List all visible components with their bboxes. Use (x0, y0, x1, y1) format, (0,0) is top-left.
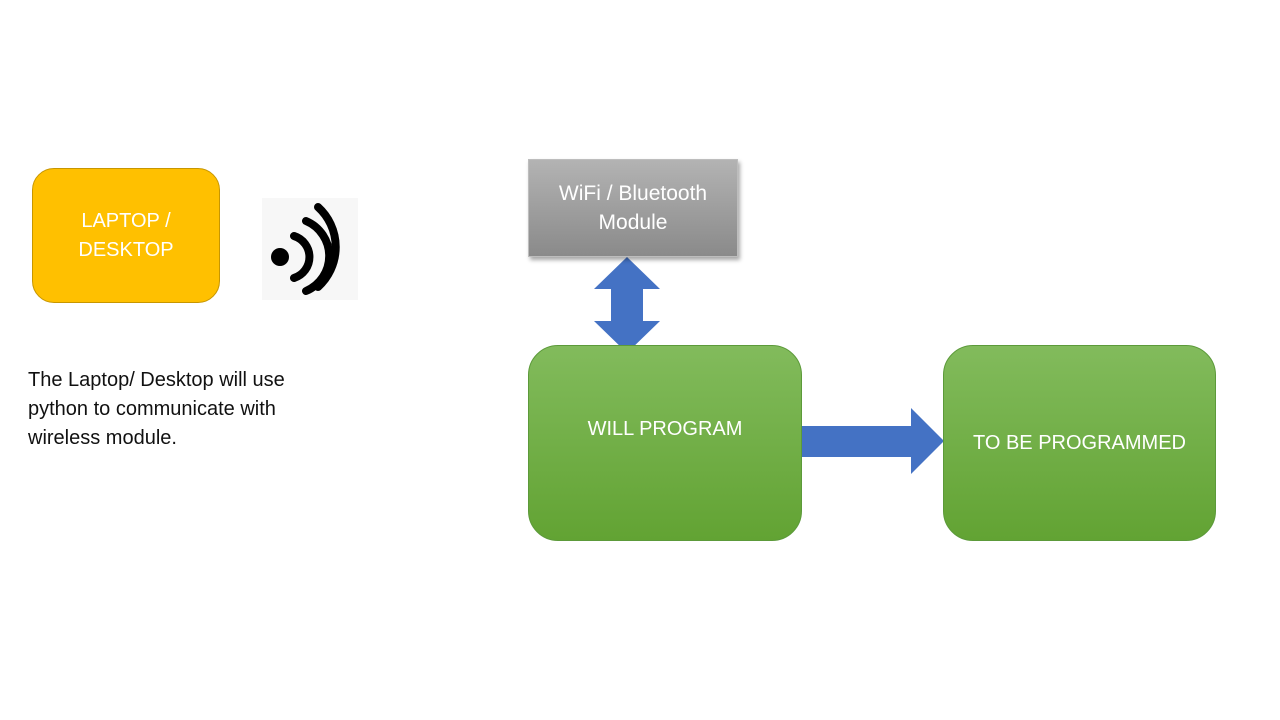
right-arrow (802, 408, 944, 474)
description-note: The Laptop/ Desktop will use python to c… (28, 369, 285, 449)
will-program-label: WILL PROGRAM (587, 417, 743, 440)
wireless-signal-icon (262, 198, 358, 300)
bidirectional-arrow (594, 257, 660, 353)
will-program-node: WILL PROGRAM (528, 345, 802, 541)
wireless-module-node: WiFi / Bluetooth Module (528, 159, 738, 257)
to-be-programmed-label: TO BE PROGRAMMED (973, 431, 1186, 454)
laptop-desktop-label: LAPTOP / DESKTOP (78, 209, 174, 261)
laptop-desktop-node: LAPTOP / DESKTOP (32, 168, 220, 303)
to-be-programmed-node: TO BE PROGRAMMED (943, 345, 1216, 541)
wireless-module-label: WiFi / Bluetooth Module (558, 182, 708, 234)
